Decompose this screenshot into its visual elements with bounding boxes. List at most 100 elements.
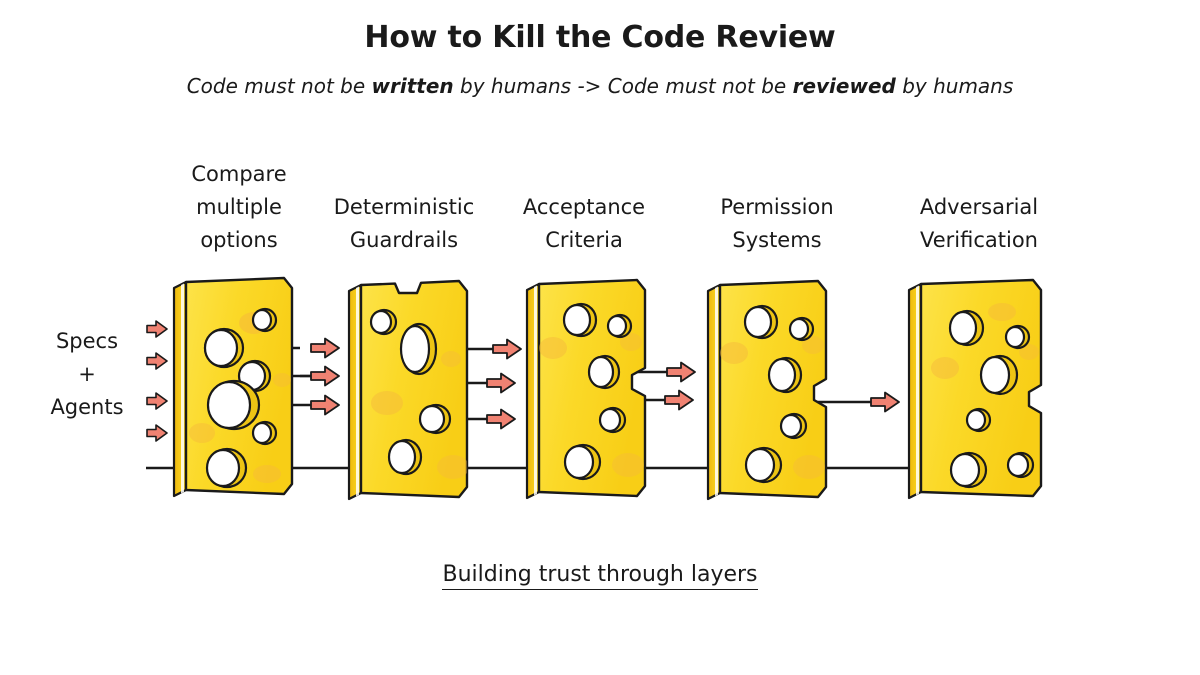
layer-label-line: Deterministic <box>333 195 475 219</box>
diagram-caption: Building trust through layers <box>0 562 1200 590</box>
slice-holes <box>203 307 278 489</box>
slice-spots <box>931 303 1039 379</box>
layer-label-line: options <box>200 228 278 252</box>
slice-holes <box>562 302 633 481</box>
cheese-hole <box>563 443 602 481</box>
slice-side-edge <box>907 282 923 500</box>
cheese-spot <box>620 333 642 351</box>
cheese-hole <box>965 407 992 433</box>
cheese-hole <box>788 316 815 342</box>
cheese-hole <box>598 406 627 434</box>
layer-label-line: multiple <box>196 195 282 219</box>
slice-edge-highlight <box>356 286 359 497</box>
cheese-slice-deterministic-guardrails[interactable] <box>347 279 469 501</box>
layer-label-line: Adversarial <box>919 195 1039 219</box>
input-label-plus: + <box>78 362 96 386</box>
layer-label-line: Permission <box>720 195 834 219</box>
flow-arrow <box>870 391 900 413</box>
flow-arrow-group-2 <box>486 338 522 430</box>
cheese-hole <box>203 327 245 369</box>
cheese-hole <box>251 307 278 333</box>
page-subtitle: Code must not be written by humans -> Co… <box>0 74 1200 98</box>
cheese-slice-compare-multiple-options[interactable] <box>172 276 294 498</box>
flow-arrow <box>486 408 516 430</box>
cheese-hole <box>251 420 278 446</box>
layer-label-line: Guardrails <box>349 228 459 252</box>
cheese-spot <box>253 465 281 483</box>
subtitle-part-2: by humans -> Code must not be <box>453 74 793 98</box>
slice-holes <box>743 304 815 484</box>
layer-label-permission-systems: Permission Systems <box>699 191 855 257</box>
cheese-hole <box>205 447 248 489</box>
flow-arrow <box>310 365 340 387</box>
page-title: How to Kill the Code Review <box>364 20 836 55</box>
cheese-slice-adversarial-verification[interactable] <box>907 278 1043 500</box>
layer-label-deterministic-guardrails: Deterministic Guardrails <box>316 191 492 257</box>
flow-arrow <box>664 389 694 411</box>
cheese-hole <box>979 354 1019 396</box>
cheese-spot <box>1019 344 1039 360</box>
input-label-specs: Specs <box>55 329 119 353</box>
slice-face <box>359 279 469 499</box>
caption-text: Building trust through layers <box>442 562 758 590</box>
cheese-hole <box>779 412 808 440</box>
flow-arrow <box>486 372 516 394</box>
flow-arrow <box>310 337 340 359</box>
cheese-spot <box>273 373 291 387</box>
slice-spots <box>539 333 644 477</box>
cheese-spot <box>988 303 1016 321</box>
flow-arrow <box>666 361 696 383</box>
layer-label-compare-multiple-options: Compare multiple options <box>170 158 308 257</box>
flow-arrow <box>310 394 340 416</box>
input-arrow <box>146 392 168 410</box>
cheese-hole <box>369 308 398 336</box>
input-arrow-group <box>146 320 168 442</box>
layer-label-line: Acceptance <box>522 195 646 219</box>
cheese-slice-permission-systems[interactable] <box>706 279 828 501</box>
cheese-spot <box>371 391 403 415</box>
input-source-label: Specs + Agents <box>28 325 146 424</box>
slice-edge-highlight <box>916 285 919 496</box>
cheese-spot <box>802 336 824 354</box>
cheese-spot <box>720 342 748 364</box>
slice-side-edge <box>706 283 722 501</box>
slice-edge-highlight <box>715 286 718 497</box>
cheese-hole <box>744 446 783 484</box>
cheese-slice-acceptance-criteria[interactable] <box>525 278 647 500</box>
input-arrow <box>146 352 168 370</box>
input-arrow <box>146 424 168 442</box>
cheese-spot <box>441 351 461 367</box>
cheese-hole <box>606 313 633 339</box>
input-label-agents: Agents <box>50 395 124 419</box>
subtitle-emphasis-reviewed: reviewed <box>792 74 896 98</box>
cheese-spot <box>793 455 825 479</box>
layer-label-acceptance-criteria: Acceptance Criteria <box>506 191 662 257</box>
input-arrow <box>146 320 168 338</box>
slice-holes <box>369 308 452 476</box>
cheese-hole <box>1006 451 1035 479</box>
slice-side-edge <box>525 282 541 500</box>
cheese-spot <box>539 337 567 359</box>
slice-spots <box>720 336 825 479</box>
flow-arrow-group-3 <box>664 361 696 411</box>
subtitle-emphasis-written: written <box>371 74 454 98</box>
cheese-hole <box>399 322 438 376</box>
subtitle-part-3: by humans <box>895 74 1014 98</box>
cheese-spot <box>437 455 467 479</box>
flow-arrow <box>492 338 522 360</box>
cheese-hole <box>206 379 261 431</box>
cheese-hole <box>743 304 779 340</box>
cheese-hole <box>562 302 598 338</box>
cheese-hole <box>948 309 985 347</box>
layer-label-adversarial-verification: Adversarial Verification <box>898 191 1060 257</box>
cheese-hole <box>767 356 803 394</box>
cheese-spot <box>931 357 959 379</box>
cheese-hole <box>949 451 988 489</box>
layer-label-line: Systems <box>732 228 822 252</box>
cheese-hole <box>387 438 423 476</box>
cheese-hole <box>587 354 621 390</box>
slice-edge-highlight <box>534 285 537 496</box>
layer-label-line: Verification <box>920 228 1038 252</box>
